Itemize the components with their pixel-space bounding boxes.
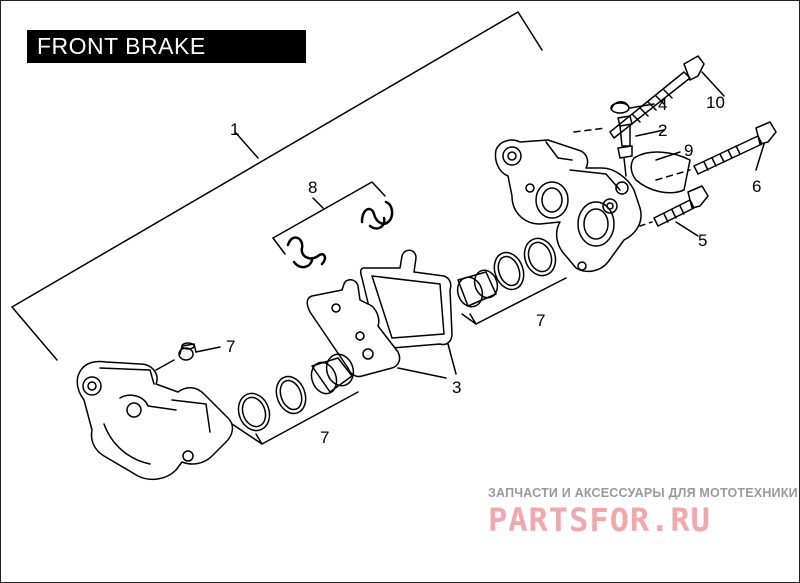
piston-seal-inner-right (493, 251, 525, 291)
piston-seal-outer-right (523, 237, 557, 277)
caliper-outer-half (76, 359, 234, 481)
callout-3: 3 (452, 378, 461, 397)
pin-clip-left (286, 236, 327, 269)
caliper-inner-half (494, 139, 642, 273)
piston-left (310, 353, 355, 395)
bracket-seals-left-7 (231, 391, 359, 445)
callout-10: 10 (706, 93, 725, 112)
pin-clip-right (360, 200, 394, 230)
mounting-bolt-lower (639, 185, 709, 237)
callout-2: 2 (658, 121, 667, 140)
callout-1: 1 (230, 120, 239, 139)
callout-7-seals-left: 7 (320, 428, 329, 447)
bleeder-valve (617, 115, 665, 177)
callout-9: 9 (684, 141, 693, 160)
piston-right (456, 269, 499, 308)
caliper-bolt-long (573, 55, 725, 139)
diagram-title: FRONT BRAKE CALIPER (27, 30, 306, 92)
callout-6: 6 (752, 177, 761, 196)
watermark-tagline: ЗАПЧАСТИ И АКСЕССУАРЫ ДЛЯ МОТОТЕХНИКИ (488, 486, 798, 500)
bracket-seals-right-7 (461, 277, 567, 325)
brake-pad-front (359, 249, 453, 349)
callout-7-bushing: 7 (226, 337, 235, 356)
callout-5: 5 (698, 231, 707, 250)
pad-callout-lines (397, 343, 457, 379)
callout-4: 4 (658, 95, 667, 114)
brake-pad-back (306, 279, 401, 378)
piston-seal-inner-left (275, 375, 307, 415)
mounting-bolt-upper (655, 121, 777, 181)
callout-7-seals-right: 7 (536, 311, 545, 330)
callout-8: 8 (308, 178, 317, 197)
piston-seal-outer-left (237, 392, 271, 432)
bracket-pin-clips-8 (272, 181, 386, 255)
watermark-logo: PARTSFOR.RU (488, 501, 711, 539)
bracket-assembly-1 (11, 11, 543, 361)
heat-shield (630, 151, 691, 194)
bleeder-bushing (178, 342, 221, 361)
